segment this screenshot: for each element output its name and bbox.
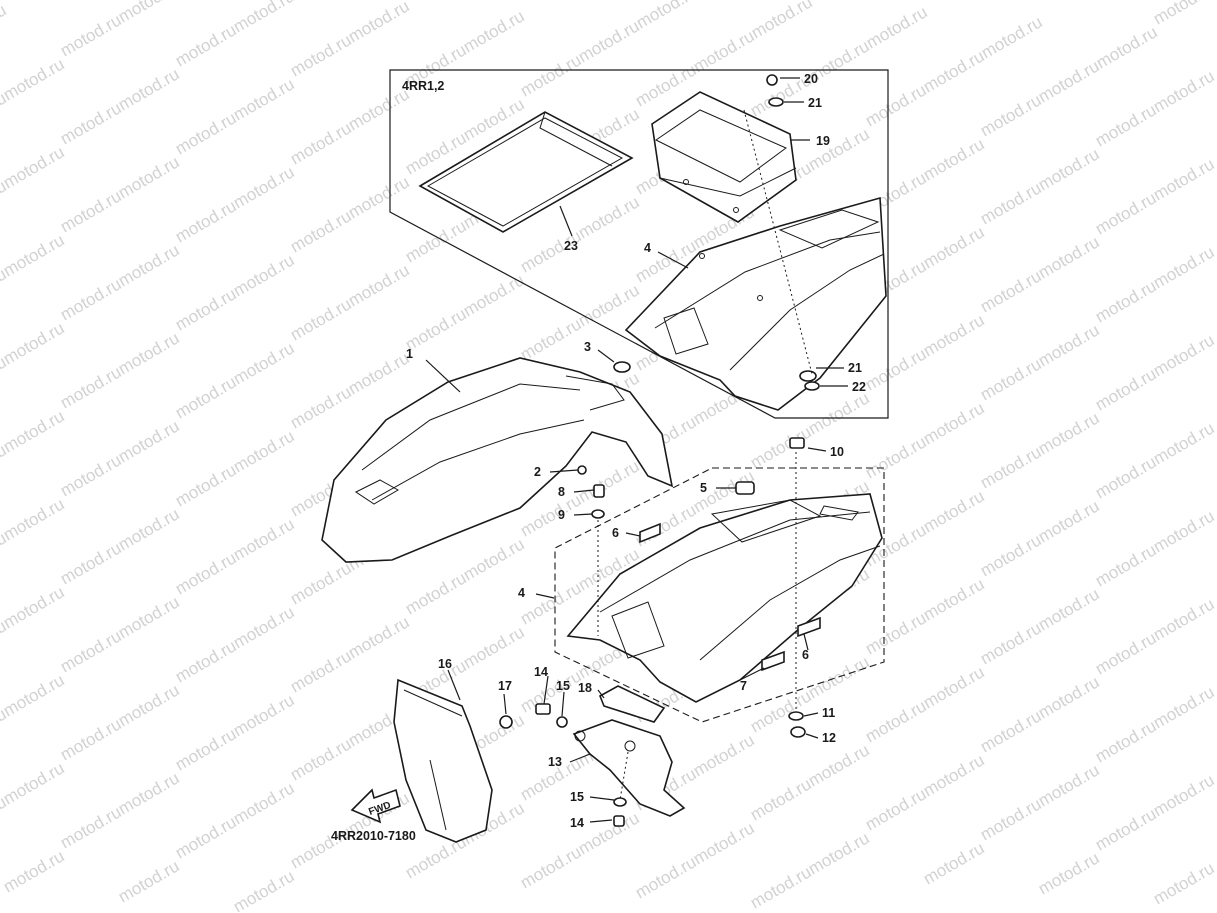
callout-4-top: 4 bbox=[644, 241, 651, 255]
callout-3: 3 bbox=[584, 340, 591, 354]
callout-9: 9 bbox=[558, 508, 565, 522]
part-1-front-fender bbox=[321, 357, 674, 563]
diagram-code: 4RR2010-7180 bbox=[331, 829, 416, 843]
callout-10: 10 bbox=[830, 445, 844, 459]
variant-label: 4RR1,2 bbox=[402, 79, 444, 93]
part-4-rear-fender-top bbox=[624, 196, 887, 411]
callout-16: 16 bbox=[438, 657, 452, 671]
callout-23: 23 bbox=[564, 239, 578, 253]
callout-6-right: 6 bbox=[802, 648, 809, 662]
part-5-grommet bbox=[735, 481, 755, 495]
part-7-sticker bbox=[761, 650, 785, 672]
callout-18: 18 bbox=[578, 681, 592, 695]
callout-6-left: 6 bbox=[612, 526, 619, 540]
variant-box-dashed bbox=[554, 467, 885, 723]
callout-22: 22 bbox=[852, 380, 866, 394]
callout-5: 5 bbox=[700, 481, 707, 495]
part-13-bracket bbox=[572, 719, 686, 817]
callout-19: 19 bbox=[816, 134, 830, 148]
callout-7: 7 bbox=[740, 679, 747, 693]
part-4-rear-fender bbox=[566, 493, 883, 703]
callout-8: 8 bbox=[558, 485, 565, 499]
variant-box-solid bbox=[389, 69, 889, 419]
part-23-sheet bbox=[418, 111, 634, 233]
part-18-damper bbox=[598, 685, 666, 723]
callout-11: 11 bbox=[822, 706, 835, 720]
leader-lines bbox=[425, 77, 848, 823]
part-6-sticker-b bbox=[797, 616, 821, 638]
axis-14 bbox=[619, 751, 629, 801]
callout-1: 1 bbox=[406, 347, 413, 361]
callout-21-top: 21 bbox=[808, 96, 822, 110]
part-16-flap bbox=[393, 678, 493, 843]
axis-19 bbox=[743, 109, 813, 375]
part-19-cover bbox=[651, 91, 797, 223]
callout-14-bottom: 14 bbox=[570, 816, 584, 830]
callout-15-top: 15 bbox=[556, 679, 570, 693]
callout-21-bottom: 21 bbox=[848, 361, 862, 375]
fwd-arrow-icon: FWD bbox=[350, 788, 401, 824]
callout-14-top: 14 bbox=[534, 665, 548, 679]
callout-17: 17 bbox=[498, 679, 512, 693]
callout-12: 12 bbox=[822, 731, 836, 745]
part-6-sticker-a bbox=[639, 522, 661, 544]
callout-4-dashed: 4 bbox=[518, 586, 525, 600]
callout-20: 20 bbox=[804, 72, 818, 86]
callout-15-bottom: 15 bbox=[570, 790, 584, 804]
callout-13: 13 bbox=[548, 755, 562, 769]
callout-2: 2 bbox=[534, 465, 541, 479]
